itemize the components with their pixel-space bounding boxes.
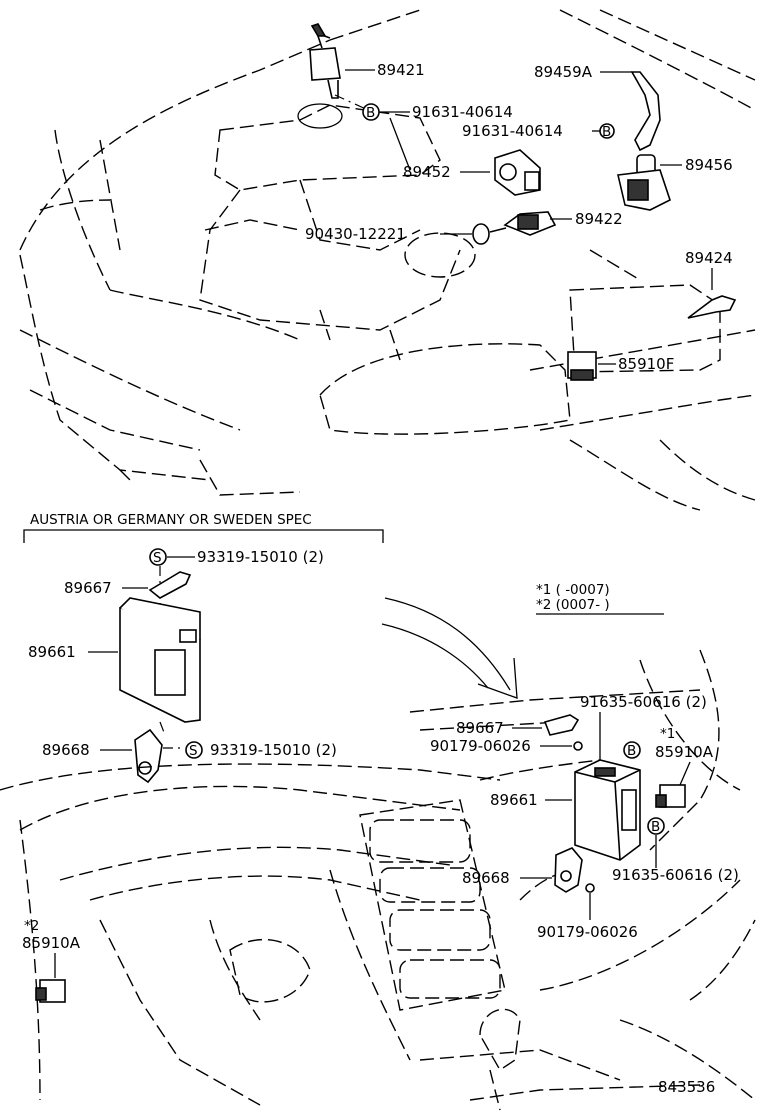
label-91635-60616-a: 91635-60616 (2) (580, 693, 707, 711)
bracket-89667-dash-icon (543, 714, 580, 736)
label-93319-15010-a: 93319-15010 (2) (197, 548, 324, 566)
vehicle-outline-front (19, 9, 756, 511)
star2-marker: *2 (24, 918, 39, 934)
label-89422: 89422 (575, 210, 623, 228)
label-85910a-right: 85910A (655, 743, 714, 761)
label-85910a-left: 85910A (22, 934, 81, 952)
label-90179-06026-b: 90179-06026 (537, 923, 638, 941)
bracket-89668-icon (134, 728, 163, 784)
sensor-89452-icon (494, 149, 541, 196)
bolt-marker: B (366, 105, 375, 121)
sensor-89422-icon (489, 211, 557, 236)
label-89661-dash: 89661 (490, 791, 538, 809)
bracket-89668-dash-icon (554, 847, 583, 893)
label-91631-40614-b: 91631-40614 (462, 122, 563, 140)
region-bracket (23, 529, 384, 543)
label-89421: 89421 (377, 61, 425, 79)
dashboard-outline (0, 649, 756, 1111)
label-90179-06026-a: 90179-06026 (430, 737, 531, 755)
label-93319-15010-b: 93319-15010 (2) (210, 741, 337, 759)
nut-90179-icon (573, 741, 583, 751)
label-89459a: 89459A (534, 63, 593, 81)
region-spec-header: AUSTRIA OR GERMANY OR SWEDEN SPEC (30, 512, 312, 528)
bolt-b-icon-3 (623, 741, 641, 759)
ecu-89661-dash-icon (574, 759, 641, 861)
drawing-number: 843536 (658, 1078, 715, 1096)
label-91635-60616-b: 91635-60616 (2) (612, 866, 739, 884)
bolt-b-icon-2 (599, 123, 615, 139)
relay-85910f-icon (567, 351, 597, 381)
legend-star1: *1 ( -0007) (536, 582, 610, 598)
relay-85910a-right-icon (655, 784, 686, 808)
label-89668-dash: 89668 (462, 869, 510, 887)
label-91631-40614-a: 91631-40614 (412, 103, 513, 121)
label-89424: 89424 (685, 249, 733, 267)
screw-s-icon (149, 548, 167, 566)
sensor-89424-icon (687, 268, 737, 319)
label-89452: 89452 (403, 163, 451, 181)
star1-marker: *1 (660, 726, 675, 742)
bolt-b-icon-4 (647, 817, 665, 835)
label-90430-12221: 90430-12221 (305, 225, 406, 243)
legend-star2: *2 (0007- ) (536, 597, 610, 613)
label-89668-spec: 89668 (42, 741, 90, 759)
location-arrow-icon (381, 597, 518, 699)
label-89661-spec: 89661 (28, 643, 76, 661)
bolt-marker-2: B (602, 124, 611, 140)
label-89456: 89456 (685, 156, 733, 174)
bolt-b-icon (362, 103, 380, 121)
nut-90179-icon-2 (585, 883, 595, 893)
ecu-89661-icon (119, 597, 201, 723)
screw-marker-2: S (189, 743, 198, 759)
screw-s-icon-2 (185, 741, 203, 759)
bolt-marker-4: B (651, 819, 660, 835)
bracket-89667-icon (148, 571, 192, 599)
gasket-90430-icon (472, 223, 490, 245)
label-89667-spec: 89667 (64, 579, 112, 597)
relay-85910a-left-icon (35, 979, 66, 1003)
bolt-marker-3: B (627, 743, 636, 759)
label-89667-dash: 89667 (456, 719, 504, 737)
label-85910f: 85910F (618, 355, 674, 373)
sensor-89456-icon (617, 154, 671, 211)
bracket-89459a-icon (630, 71, 661, 152)
sensor-89421-icon (309, 23, 369, 111)
screw-marker: S (153, 550, 162, 566)
